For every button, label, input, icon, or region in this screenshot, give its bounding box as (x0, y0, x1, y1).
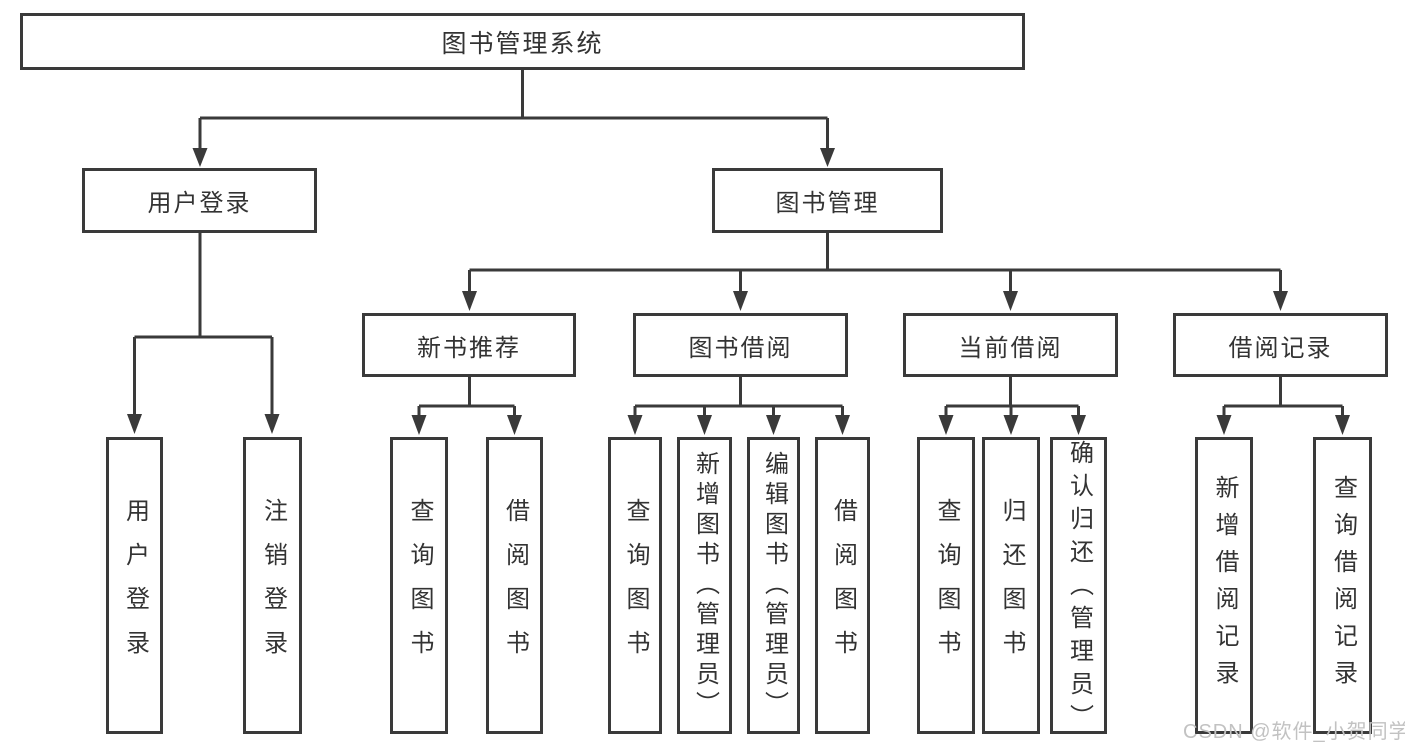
watermark: CSDN @软件_小贺同学 (1183, 721, 1405, 743)
node-new-book-recommend-label: 新书推荐 (417, 334, 521, 362)
leaf-user-login: 用户登录 (106, 437, 163, 734)
leaf-current-query-books: 查询图书 (917, 437, 975, 734)
node-root: 图书管理系统 (20, 13, 1025, 70)
node-user-login-label: 用户登录 (147, 190, 252, 217)
connector-book-management-level3 (462, 233, 1288, 311)
node-user-login: 用户登录 (82, 168, 317, 233)
leaf-current-return-books: 归还图书 (982, 437, 1040, 734)
node-current-borrow-label: 当前借阅 (958, 334, 1063, 362)
leaf-records-query-record: 查询借阅记录 (1313, 437, 1372, 734)
leaf-newbook-borrow-books: 借阅图书 (486, 437, 543, 734)
connector-root-to-level2 (192, 70, 835, 167)
leaf-current-confirm-return-admin: 确认归还（管理员） (1050, 437, 1107, 737)
node-root-label: 图书管理系统 (441, 29, 604, 58)
leaf-newbook-query-books: 查询图书 (390, 437, 448, 734)
node-book-management: 图书管理 (712, 168, 943, 233)
node-current-borrow: 当前借阅 (903, 313, 1118, 377)
connector-borrow-records-children (1216, 377, 1350, 435)
node-book-borrow-label: 图书借阅 (688, 334, 793, 362)
node-book-borrow: 图书借阅 (633, 313, 848, 377)
connector-user-login-children (127, 233, 280, 434)
leaf-records-add-record: 新增借阅记录 (1195, 437, 1253, 734)
leaf-logout: 注销登录 (243, 437, 302, 734)
connector-new-book-children (411, 377, 522, 435)
node-borrow-records: 借阅记录 (1173, 313, 1388, 377)
node-book-management-label: 图书管理 (775, 190, 880, 217)
leaf-borrow-query-books: 查询图书 (608, 437, 662, 734)
leaf-borrow-edit-books-admin: 编辑图书（管理员） (747, 437, 800, 734)
node-new-book-recommend: 新书推荐 (362, 313, 576, 377)
leaf-borrow-add-books-admin: 新增图书（管理员） (677, 437, 732, 734)
node-borrow-records-label: 借阅记录 (1228, 334, 1333, 362)
connector-current-borrow-children (938, 377, 1086, 435)
leaf-borrow-borrow-books: 借阅图书 (815, 437, 870, 734)
connector-book-borrow-children (627, 377, 850, 435)
